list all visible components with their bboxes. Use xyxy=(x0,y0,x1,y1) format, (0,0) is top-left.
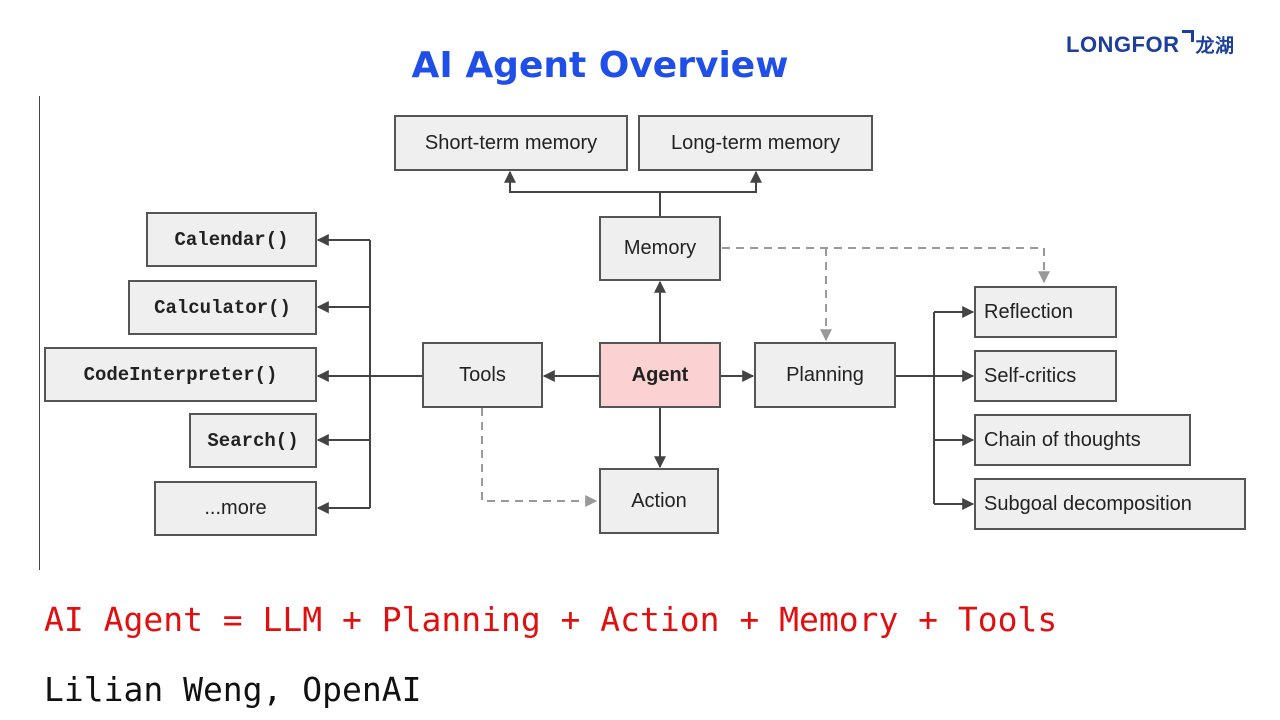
calendar-box: Calendar() xyxy=(146,212,317,267)
memory-box: Memory xyxy=(599,216,721,281)
logo-cn-text: 龙湖 xyxy=(1195,35,1235,57)
agent-diagram: Short-term memory Long-term memory Memor… xyxy=(44,115,1246,536)
longfor-logo: LONGFOR 龙湖 xyxy=(1066,30,1235,58)
more-box: ...more xyxy=(154,481,317,536)
calculator-box: Calculator() xyxy=(128,280,317,335)
left-divider xyxy=(39,96,40,570)
tools-box: Tools xyxy=(422,342,543,408)
agent-box: Agent xyxy=(599,342,721,408)
logo-bracket-icon xyxy=(1181,30,1194,42)
memory-to-long-term-line xyxy=(660,170,762,193)
code-interpreter-box: CodeInterpreter() xyxy=(44,347,317,402)
tools-to-action-dashed xyxy=(481,408,598,507)
action-box: Action xyxy=(599,468,719,534)
diagram-connectors xyxy=(316,170,1050,514)
self-critics-box: Self-critics xyxy=(974,350,1117,402)
memory-to-planning-dashed xyxy=(722,247,1050,284)
long-term-memory-box: Long-term memory xyxy=(638,115,873,171)
subgoal-decomposition-box: Subgoal decomposition xyxy=(974,478,1246,530)
page-title: AI Agent Overview xyxy=(411,45,789,86)
short-term-memory-box: Short-term memory xyxy=(394,115,628,171)
logo-text: LONGFOR xyxy=(1066,32,1180,57)
memory-to-memory-types-line xyxy=(504,170,661,216)
reflection-box: Reflection xyxy=(974,286,1117,338)
author-credit: Lilian Weng, OpenAI xyxy=(44,670,422,709)
chain-of-thoughts-box: Chain of thoughts xyxy=(974,414,1191,466)
planning-box: Planning xyxy=(754,342,896,408)
search-box: Search() xyxy=(189,413,317,468)
agent-formula: AI Agent = LLM + Planning + Action + Mem… xyxy=(44,600,1058,639)
